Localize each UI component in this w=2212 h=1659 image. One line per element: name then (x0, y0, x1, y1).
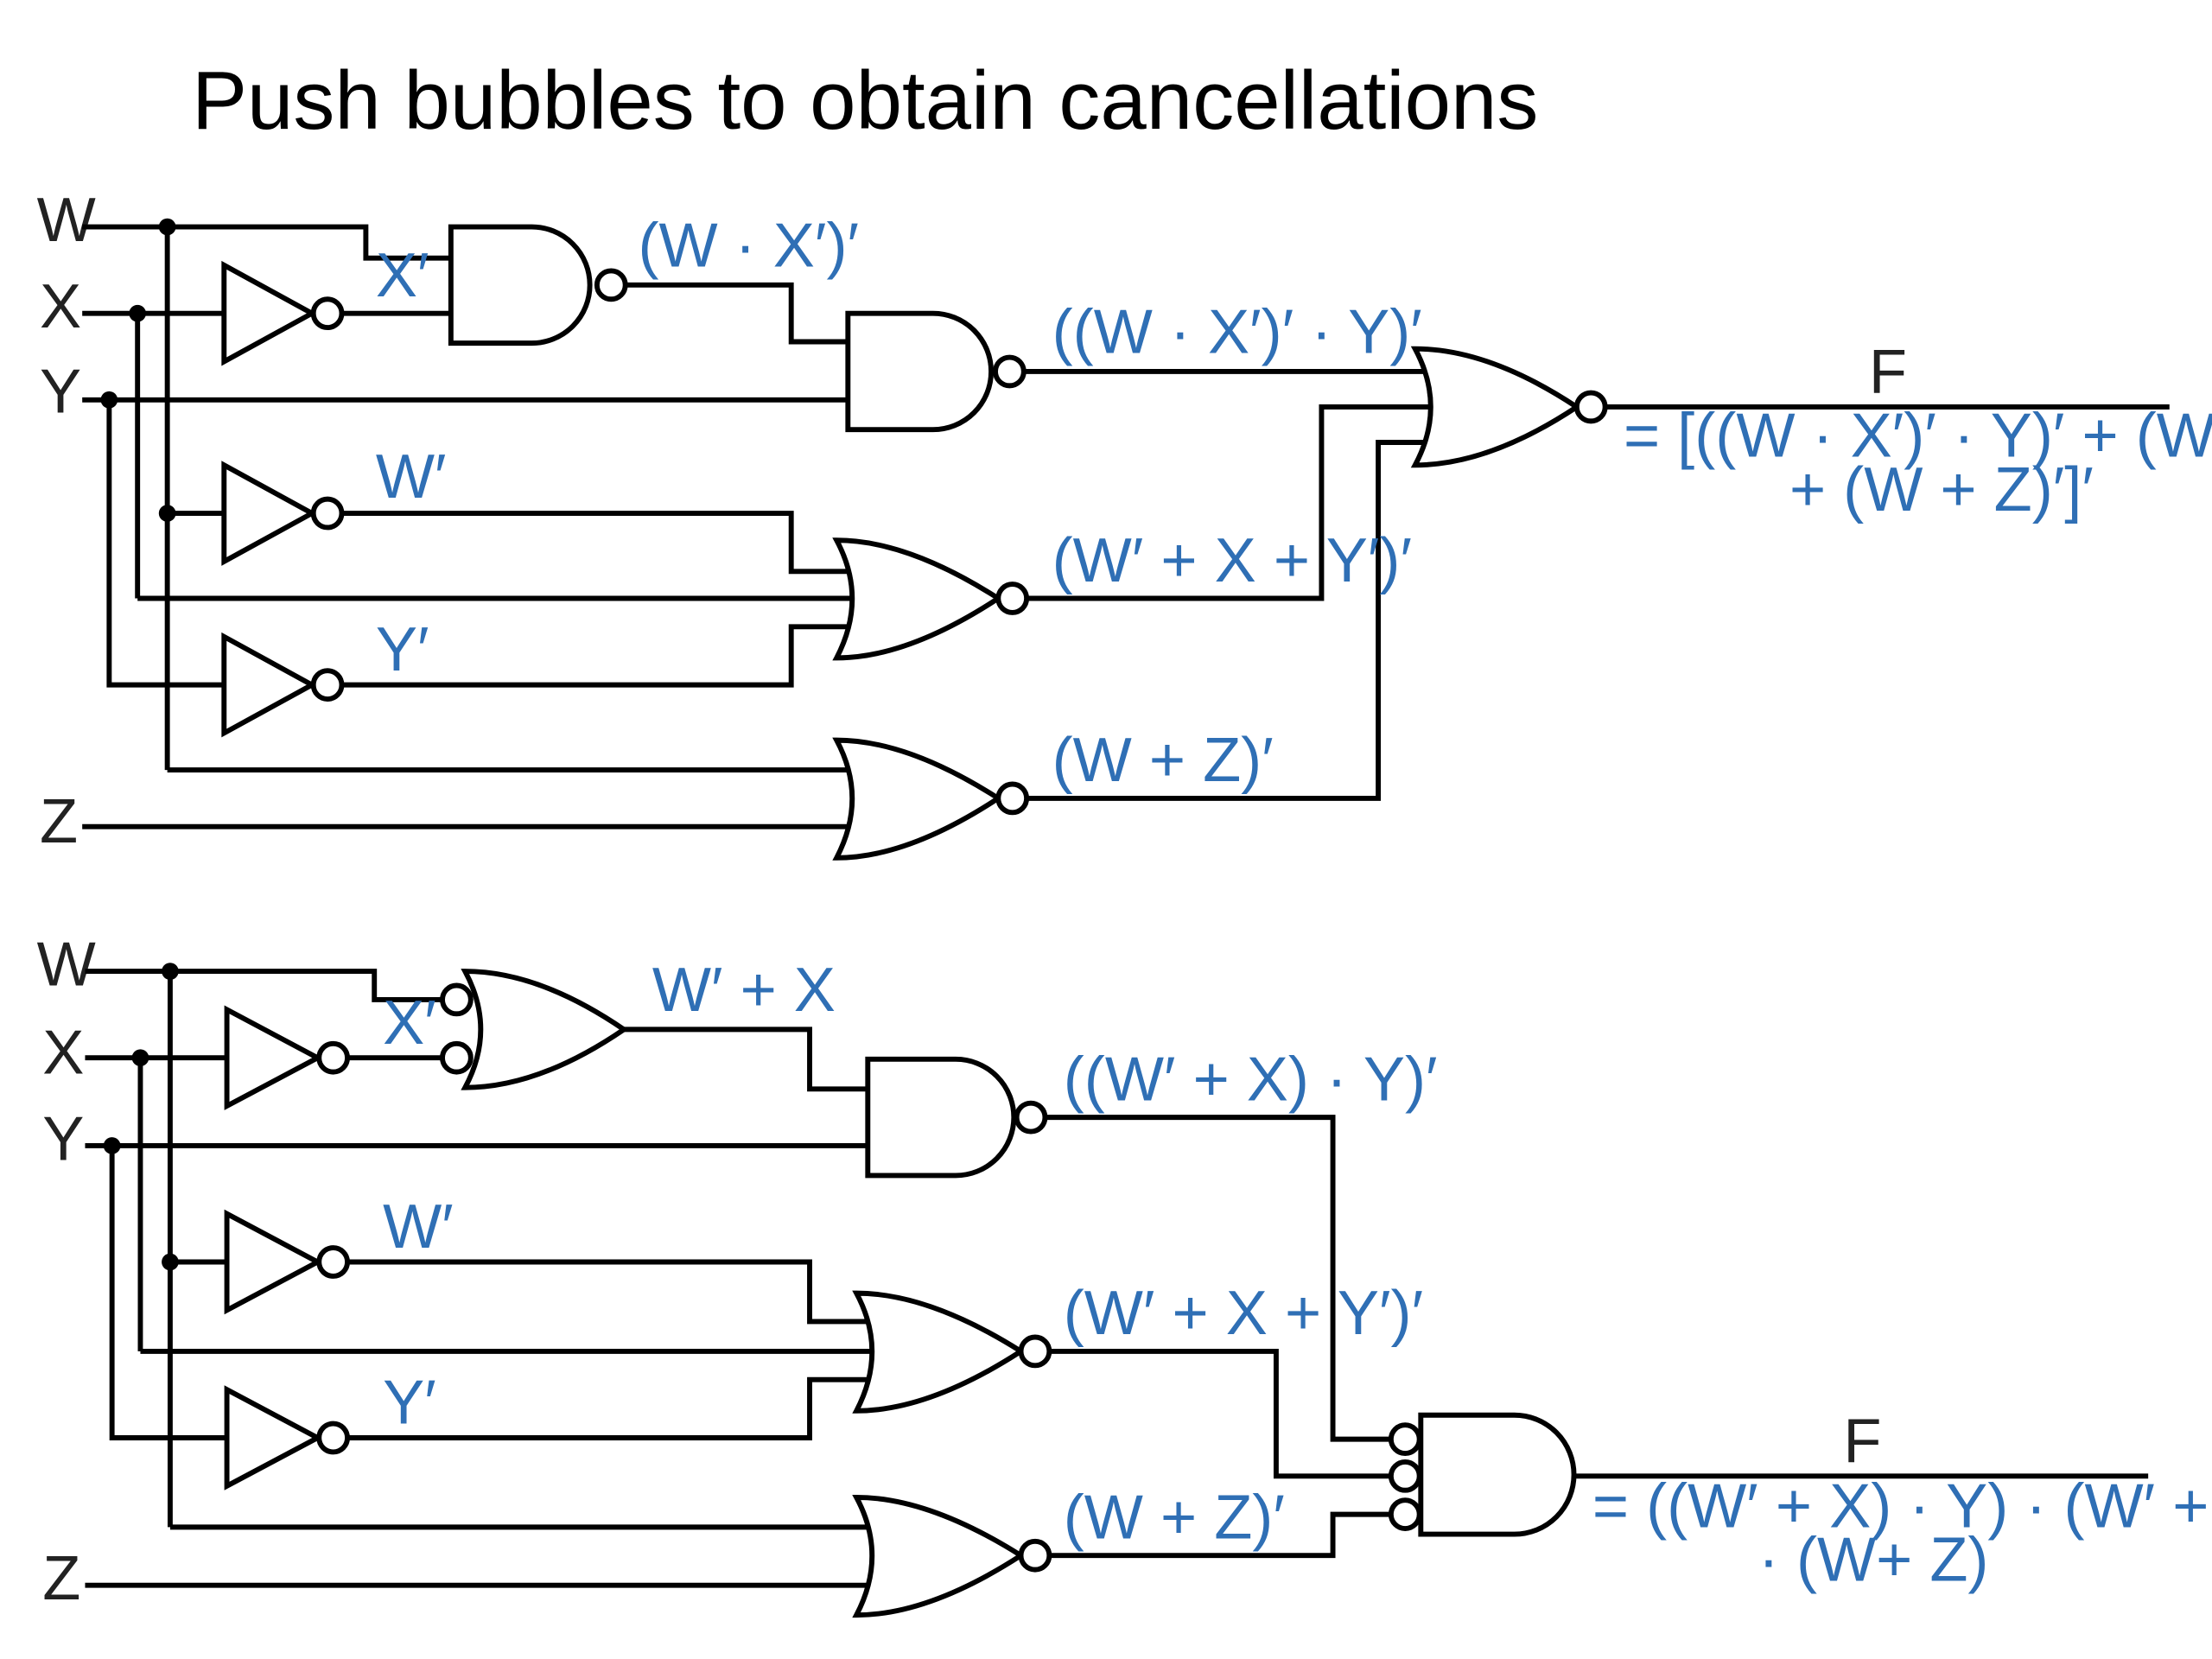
top-output-f-label: F (1869, 338, 1907, 407)
top-input-x-label: X (40, 272, 81, 341)
bottom-or-gate-inverted-inputs (440, 969, 629, 1090)
bottom-nor-gate-1 (852, 1290, 1052, 1414)
bottom-expr-nand: ((W′ + X) · Y)′ (1064, 1045, 1438, 1114)
top-inverter-w (221, 461, 345, 566)
bottom-output-expr-line2: · (W+ Z) (1758, 1526, 1989, 1595)
top-inverter-y (221, 632, 345, 738)
top-output-expr-line1: = [((W · X′)′ · Y)′ + (W′ + X + Y′)′ (1624, 401, 2212, 470)
bottom-expr-or: W′ + X (652, 956, 836, 1025)
bottom-label-w-prime: W′ (383, 1192, 454, 1262)
top-nand-gate-2 (845, 310, 1027, 433)
top-circuit: W X Y Z (37, 186, 2212, 861)
bottom-input-w-label: W (37, 931, 96, 1000)
top-output-nor-gate (1410, 346, 1608, 468)
top-expr-nand1: (W · X′)′ (638, 212, 859, 281)
top-expr-nand2: ((W · X′)′ · Y)′ (1052, 298, 1422, 367)
top-nor-gate-1 (832, 537, 1030, 661)
bottom-junction-dots (103, 963, 179, 1271)
top-input-w-label: W (37, 186, 96, 255)
bottom-input-y-label: Y (42, 1104, 84, 1173)
bottom-input-x-label: X (42, 1018, 84, 1087)
top-inverter-x (221, 260, 345, 366)
bottom-wires (85, 969, 2149, 1588)
top-junction-dots (100, 218, 176, 522)
top-input-z-label: Z (40, 787, 78, 856)
bottom-output-f-label: F (1843, 1407, 1881, 1476)
bottom-expr-nor2: (W + Z)′ (1064, 1484, 1285, 1553)
bottom-inverter-y (224, 1385, 351, 1491)
top-label-y-prime: Y′ (376, 615, 429, 684)
top-input-y-label: Y (40, 358, 81, 427)
top-nand-gate-1 (448, 224, 628, 346)
page-title: Push bubbles to obtain cancellations (192, 54, 1539, 147)
top-expr-nor2: (W + Z)′ (1052, 726, 1274, 795)
bottom-label-x-prime: X′ (383, 988, 436, 1058)
bottom-inverter-w (224, 1209, 351, 1315)
bottom-output-expr-line1: = ((W′ + X) · Y) · (W′ + X + Y′) (1592, 1471, 2212, 1541)
bottom-nand-gate (865, 1056, 1048, 1179)
bottom-inverter-x (224, 1005, 351, 1110)
bottom-output-and-gate (1388, 1412, 1577, 1537)
top-wires (82, 224, 2170, 830)
top-expr-nor1: (W′ + X + Y′)′ (1052, 526, 1412, 595)
top-label-x-prime: X′ (376, 241, 429, 310)
bottom-input-z-label: Z (42, 1544, 80, 1613)
bottom-expr-nor1: (W′ + X + Y′)′ (1064, 1279, 1423, 1348)
top-output-expr-line2: + (W + Z)′]′ (1789, 455, 2094, 524)
top-nor-gate-2 (832, 737, 1030, 861)
bottom-label-y-prime: Y′ (383, 1369, 436, 1438)
top-label-w-prime: W′ (376, 442, 447, 512)
bottom-circuit: W X Y Z (37, 931, 2212, 1618)
bottom-nor-gate-2 (852, 1494, 1052, 1618)
